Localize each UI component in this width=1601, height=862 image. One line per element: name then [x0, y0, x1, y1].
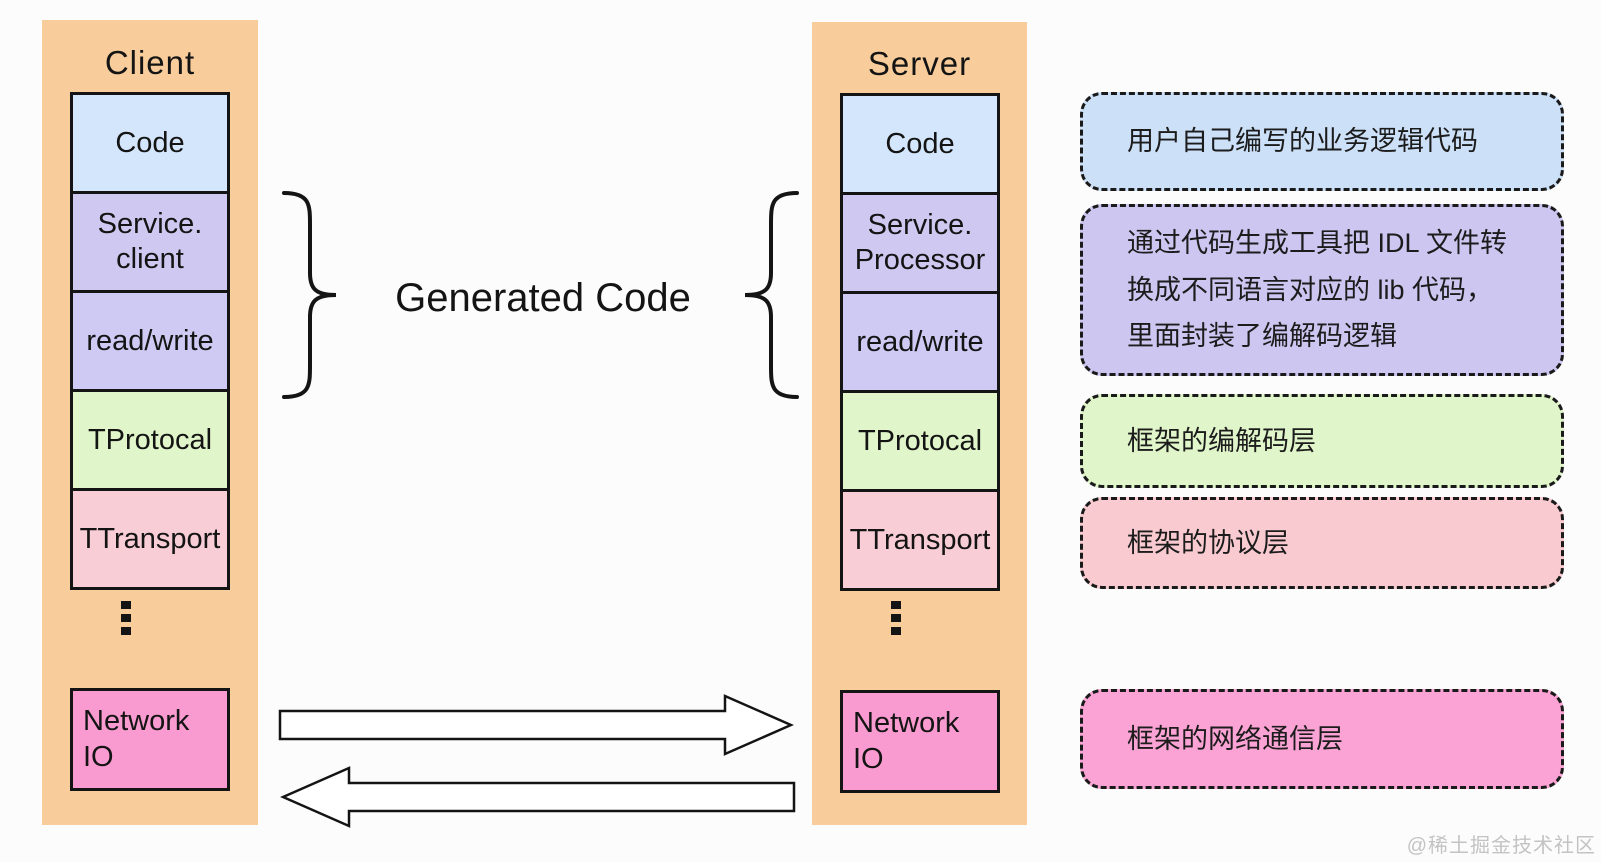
annotation-protocol-layer: 框架的协议层	[1080, 497, 1564, 589]
client-layer-ttransport: TTransport	[70, 488, 230, 590]
client-to-server-arrow-icon	[278, 694, 794, 756]
client-network-io-box: Network IO	[70, 688, 230, 791]
client-layer-tprotocal: TProtocal	[70, 389, 230, 491]
client-title: Client	[104, 44, 196, 81]
client-vertical-ellipsis-icon	[121, 601, 131, 635]
server-layer-code: Code	[840, 93, 1000, 195]
client-layer-service-client: Service. client	[70, 191, 230, 293]
client-layer-stack: Code Service. client read/write TProtoca…	[70, 92, 230, 590]
client-generated-code-brace-icon	[282, 191, 337, 399]
server-layer-stack: Code Service. Processor read/write TProt…	[840, 93, 1000, 591]
server-network-io-box: Network IO	[840, 690, 1000, 793]
server-generated-code-brace-icon	[744, 191, 799, 399]
annotation-generated-lib: 通过代码生成工具把 IDL 文件转换成不同语言对应的 lib 代码，里面封装了编…	[1080, 204, 1564, 376]
server-vertical-ellipsis-icon	[891, 601, 901, 635]
annotation-codec-layer: 框架的编解码层	[1080, 394, 1564, 488]
annotation-user-code: 用户自己编写的业务逻辑代码	[1080, 92, 1564, 191]
server-layer-tprotocal: TProtocal	[840, 390, 1000, 492]
client-layer-code: Code	[70, 92, 230, 194]
server-layer-read-write: read/write	[840, 291, 1000, 393]
server-layer-ttransport: TTransport	[840, 489, 1000, 591]
annotation-network-layer: 框架的网络通信层	[1080, 689, 1564, 789]
generated-code-label: Generated Code	[395, 276, 691, 320]
server-title: Server	[867, 45, 972, 82]
watermark: @稀土掘金技术社区	[1406, 835, 1596, 857]
server-layer-service-processor: Service. Processor	[840, 192, 1000, 294]
server-to-client-arrow-icon	[280, 766, 796, 828]
client-layer-read-write: read/write	[70, 290, 230, 392]
